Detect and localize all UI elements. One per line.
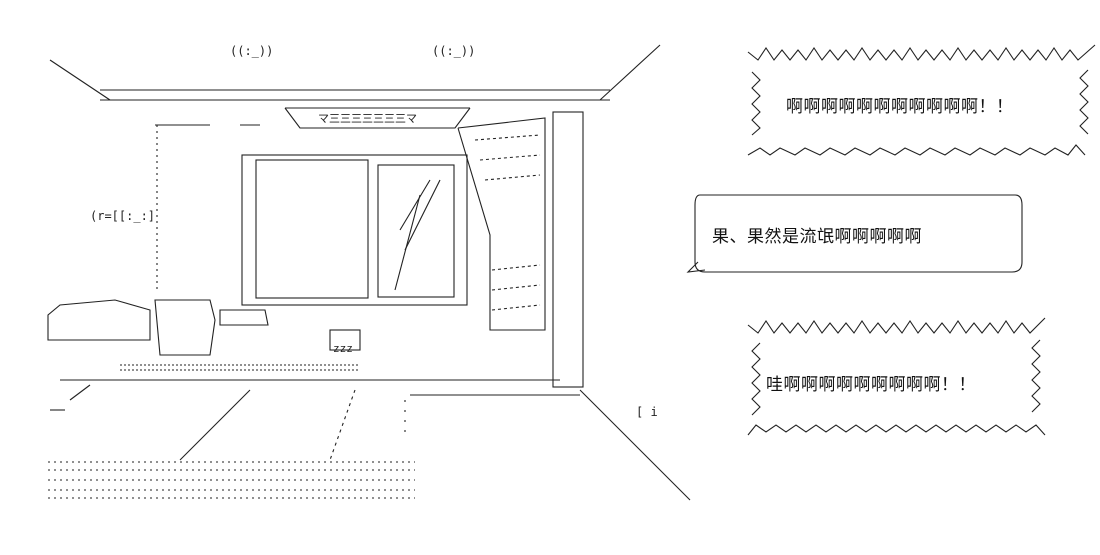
ceiling-edge-left: [49, 59, 111, 101]
bottom-shout-text: 哇啊啊啊啊啊啊啊啊啊！！: [766, 375, 976, 395]
ceiling-lamp-right: ((:_)): [432, 44, 476, 58]
ceiling-vent: [284, 107, 471, 129]
table: [329, 329, 361, 351]
floor-line-mid: [329, 389, 356, 461]
speech-bubble-border: [686, 194, 1023, 273]
wall-clock: (r=[[:_:]: [90, 209, 156, 223]
vent-label: マ三三三三三三三マ: [318, 112, 417, 125]
speech-text: 果、果然是流氓啊啊啊啊啊: [712, 227, 922, 247]
door-mark: [ i: [636, 405, 658, 419]
floor-line-left: [179, 389, 251, 461]
sofa: [47, 299, 151, 341]
sleep-sound: zzz: [333, 342, 353, 355]
wall-pillar: [552, 111, 584, 388]
window-frame: [241, 154, 468, 306]
cushion: [219, 309, 269, 326]
window-left-pane: [255, 159, 369, 299]
shout-bubble-top-border: [747, 44, 1096, 156]
top-shout-text: 啊啊啊啊啊啊啊啊啊啊啊！！: [786, 97, 1014, 117]
ceiling-edge-right: [599, 44, 661, 101]
floor-rug: [48, 461, 415, 499]
window-right-pane: [377, 164, 455, 298]
ceiling-lamp-left: ((:_)): [230, 44, 274, 58]
curtain: [457, 117, 546, 331]
floor-line-right: [579, 389, 691, 501]
shout-bubble-bottom-border: [747, 317, 1046, 436]
